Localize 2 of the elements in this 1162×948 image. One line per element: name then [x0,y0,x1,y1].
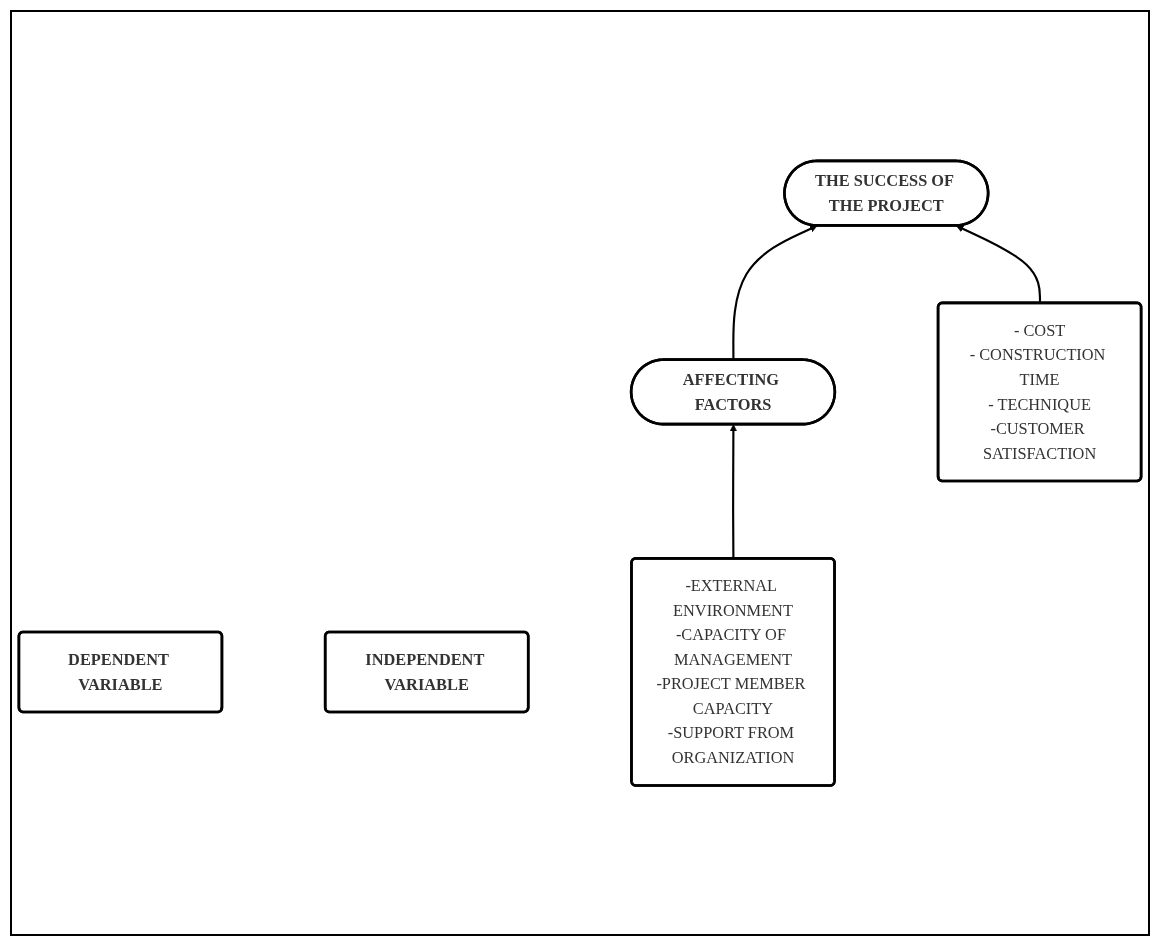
arrow [732,225,818,360]
arrow [729,424,738,559]
